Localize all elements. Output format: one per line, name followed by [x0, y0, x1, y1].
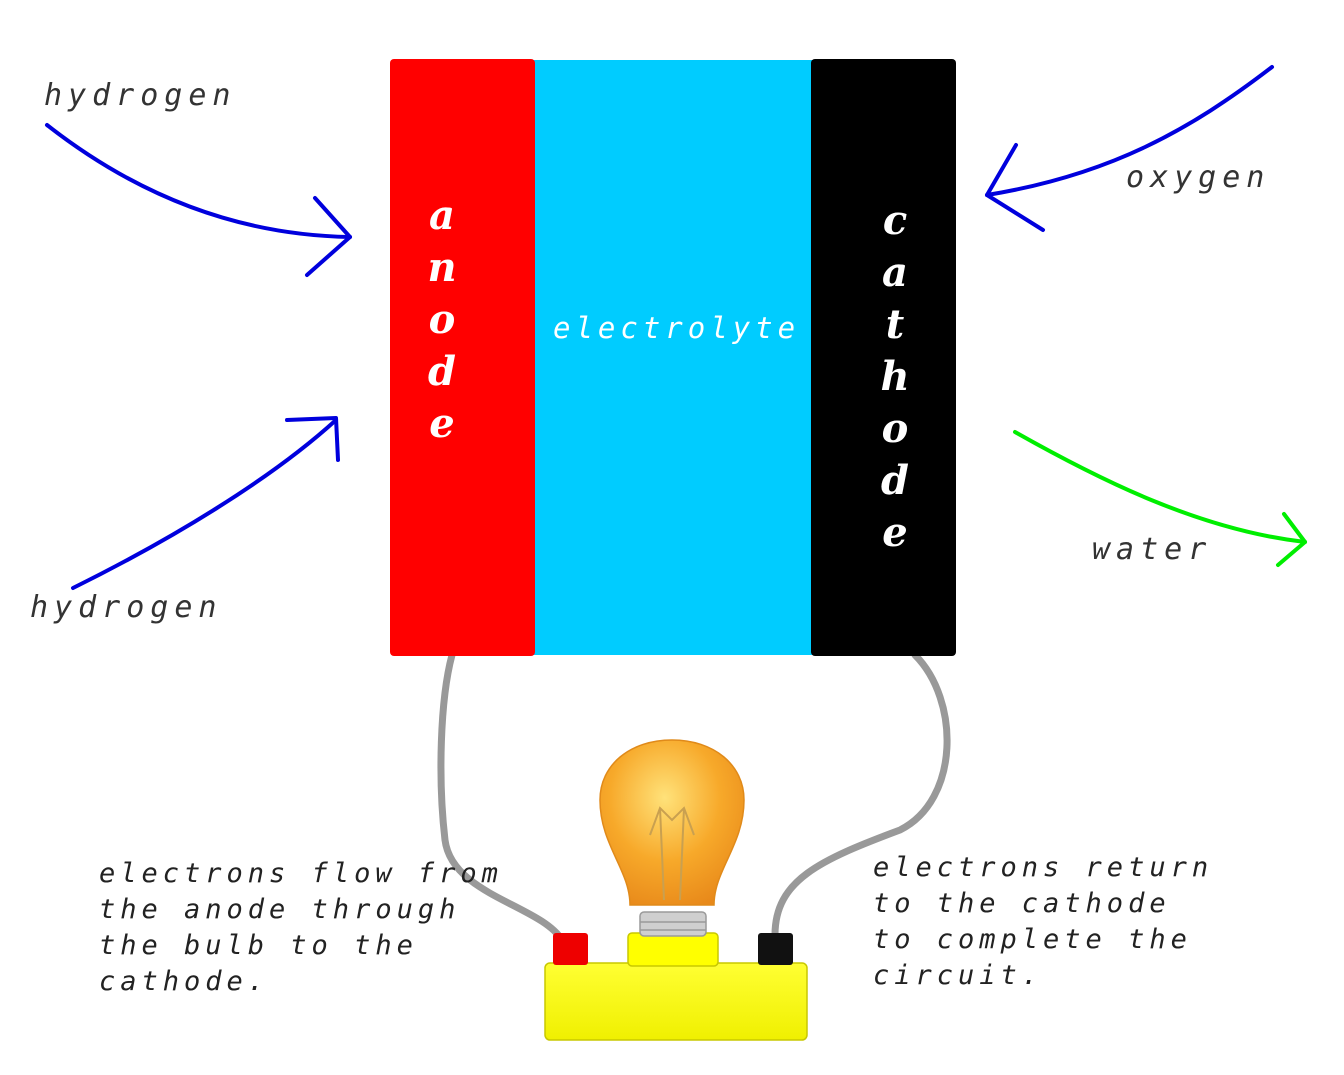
cathode-label-letter: e	[882, 509, 908, 556]
cathode-label-letter: h	[880, 353, 910, 400]
oxygen-label: oxygen	[1126, 160, 1271, 195]
right-note: electrons return to the cathode to compl…	[873, 852, 1214, 991]
hydrogen-top-label: hydrogen	[44, 78, 237, 113]
water-arrow	[1013, 430, 1307, 567]
electrolyte-label: electrolyte	[553, 311, 801, 345]
red-terminal	[553, 933, 588, 965]
cathode-label-letter: o	[881, 405, 909, 452]
bulb-socket	[627, 932, 719, 967]
left-wire	[437, 651, 566, 944]
right-wire	[771, 651, 951, 939]
anode-label-letter: n	[427, 244, 457, 291]
anode-label-letter: d	[428, 348, 456, 395]
hydrogen-bottom-label: hydrogen	[30, 590, 223, 625]
cathode-label-letter: c	[882, 197, 908, 244]
cathode-label-letter: d	[881, 457, 909, 504]
light-bulb-icon	[599, 739, 745, 937]
oxygen-arrow	[985, 65, 1274, 232]
black-terminal	[758, 933, 793, 965]
hydrogen-top-arrow	[45, 123, 352, 277]
left-note: electrons flow from the anode through th…	[99, 858, 503, 997]
electrolyte-layer	[530, 60, 820, 655]
cathode-layer	[811, 59, 956, 656]
cathode-label-letter: a	[882, 249, 908, 296]
cathode-label-letter: t	[885, 301, 905, 348]
anode-label-letter: e	[429, 400, 455, 447]
water-label: water	[1092, 532, 1213, 567]
anode-label-letter: a	[429, 192, 455, 239]
anode-layer	[390, 59, 535, 656]
anode-label-letter: o	[428, 296, 456, 343]
hydrogen-bottom-arrow	[71, 416, 340, 590]
bulb-base	[544, 962, 808, 1041]
